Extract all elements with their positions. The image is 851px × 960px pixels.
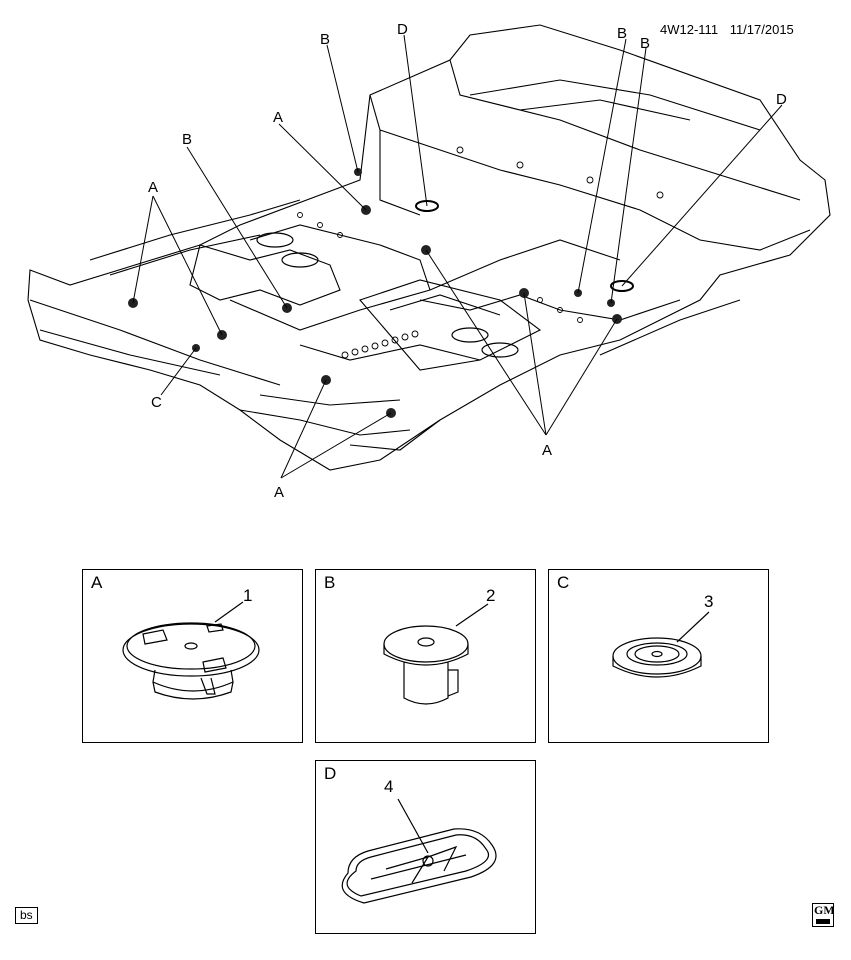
- round-plug-large-drawing: [122, 601, 260, 700]
- round-plug-stemmed-drawing: [383, 603, 489, 705]
- oval-plug-drawing: [341, 798, 497, 904]
- bs-tag: bs: [15, 907, 38, 924]
- part-number: 4: [384, 777, 394, 796]
- callout-label: C: [151, 394, 162, 411]
- gm-logo-underline: [816, 919, 830, 924]
- callout-label: B: [640, 35, 650, 52]
- part-number: 2: [486, 586, 496, 605]
- detail-panel-a: A 1: [82, 569, 303, 743]
- callout-label: D: [776, 91, 787, 108]
- part-number: 1: [243, 586, 253, 605]
- floor-pan-outline: [27, 24, 831, 471]
- plug-d-marker: [610, 280, 634, 292]
- callout-label: A: [542, 442, 552, 459]
- panel-letter: B: [324, 573, 336, 592]
- callout-label: B: [182, 131, 192, 148]
- floor-holes: [297, 146, 664, 359]
- panel-letter: C: [557, 573, 570, 592]
- diagram-code: 4W12-111: [660, 22, 719, 37]
- callout-label: A: [274, 484, 284, 501]
- diagram-date: 11/17/2015: [729, 22, 794, 37]
- callout-label: A: [148, 179, 158, 196]
- callout-label: D: [397, 21, 408, 38]
- part-number: 3: [704, 592, 714, 611]
- detail-panel-b: B 2: [315, 569, 536, 743]
- plug-d-marker: [415, 200, 439, 212]
- callout-label: B: [617, 25, 627, 42]
- diagram-header: 4W12-111 11/17/2015: [660, 22, 802, 37]
- callout-label: B: [320, 31, 330, 48]
- panel-letter: A: [91, 573, 103, 592]
- callout-labels: A A A A B B B B C D D: [148, 21, 787, 501]
- panel-letter: D: [324, 764, 337, 783]
- round-plug-small-drawing: [612, 611, 710, 678]
- detail-panel-d: D 4: [315, 760, 536, 934]
- leader-lines: [132, 34, 783, 479]
- oval-openings: [256, 232, 519, 358]
- gm-logo: GM: [812, 903, 835, 927]
- detail-panel-c: C 3: [548, 569, 769, 743]
- callout-label: A: [273, 109, 283, 126]
- gm-logo-text: GM: [814, 903, 835, 917]
- underbody-floor-illustration: A A A A B B B B C D D: [27, 21, 831, 501]
